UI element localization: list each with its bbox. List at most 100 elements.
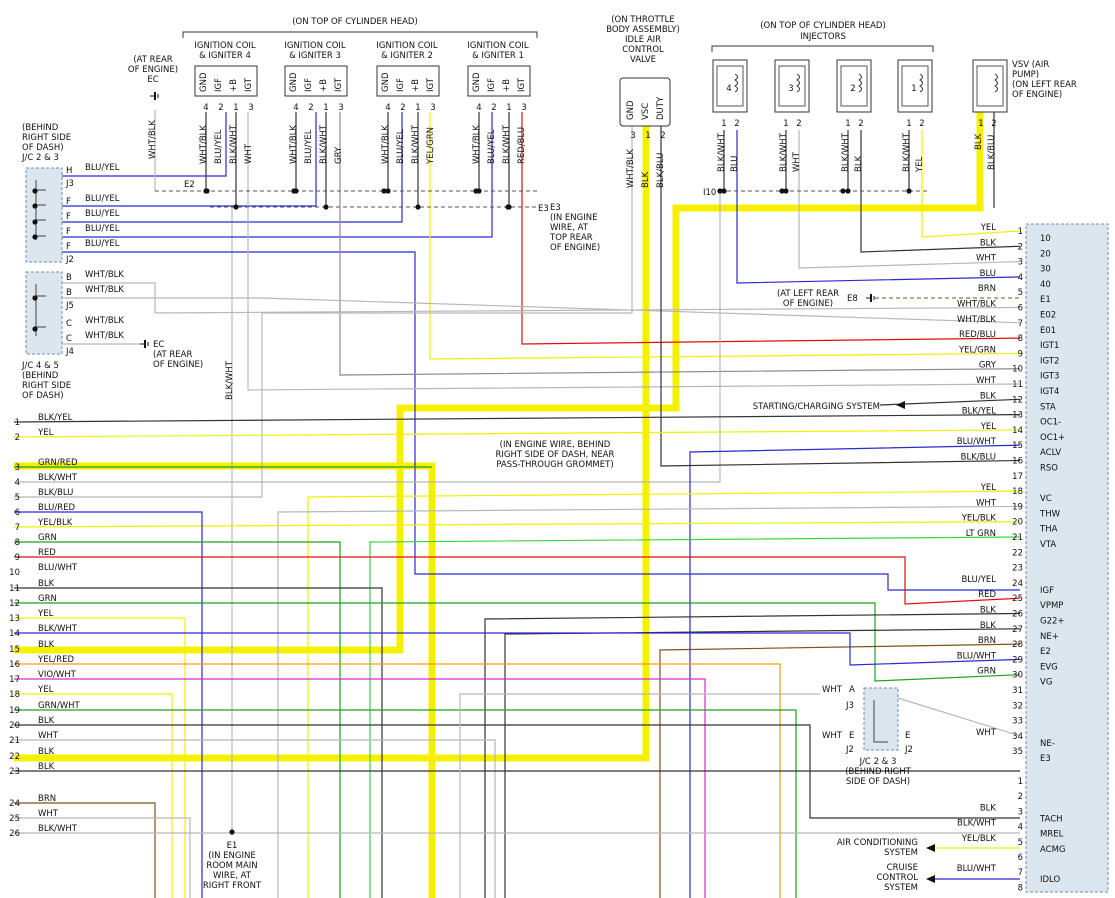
ecm-pin-name: ACLV	[1040, 448, 1061, 458]
ecm-pin-name: 40	[1040, 280, 1051, 290]
left-wire-label: GRN/RED	[38, 458, 78, 468]
jc-conn-label: J3	[65, 179, 74, 189]
left-row-number: 7	[15, 523, 20, 533]
jc-pin: B	[66, 273, 72, 283]
bracket	[711, 45, 934, 52]
iac-pin-name: DUTY	[656, 96, 666, 120]
left-row-number: 9	[15, 553, 20, 563]
injector-pin-number: 1	[783, 119, 788, 129]
bracket	[182, 31, 538, 38]
ecm-pin-number: 29	[1012, 655, 1023, 665]
grommet-note: PASS-THROUGH GROMMET)	[496, 460, 613, 470]
splice-dot	[840, 188, 846, 194]
ecm2-pin-number: 1	[1018, 777, 1023, 787]
coil-pin-number: 2	[491, 103, 496, 113]
inj1-wire	[921, 130, 1021, 238]
jc-pin: F	[66, 197, 71, 207]
left-wire-label: BLK	[38, 640, 55, 650]
wht-wire-21	[14, 739, 496, 898]
coil-wire-label: GRY	[334, 146, 344, 164]
coil-title: IGNITION COIL	[194, 41, 256, 51]
igt4-wire	[247, 112, 1021, 391]
ecm-pin-name: IGF	[1040, 586, 1054, 596]
ecm-pin-name: VTA	[1040, 540, 1056, 550]
injector-wire-label: BLK/WHT	[841, 132, 851, 172]
ecm-wire-label: BLK/BLU	[961, 453, 996, 463]
coil-pin-number: 1	[233, 103, 238, 113]
injector-wire-label: BLK/WHT	[717, 132, 727, 172]
jc-right-conn: J2	[845, 745, 854, 755]
aircon-label: AIR CONDITIONING	[837, 838, 918, 848]
coil-pin-name: IGT	[426, 77, 436, 92]
arrow-icon	[926, 844, 935, 852]
ecm2-pin-number: 4	[1018, 823, 1023, 833]
ecm-wire-label: WHT	[976, 376, 997, 386]
grn-wire	[14, 541, 341, 898]
igt3-wire	[339, 112, 1021, 376]
left-row-number: 1	[15, 418, 20, 428]
jc-wire-label: WHT/BLK	[85, 316, 124, 326]
left-row-number: 5	[15, 493, 20, 503]
injector-pin-number: 1	[721, 119, 726, 129]
left-row-number: 12	[9, 599, 20, 609]
coil-icon	[858, 73, 862, 93]
ecm-wire-label: RED	[978, 590, 996, 600]
jc-pin: B	[66, 288, 72, 298]
highlight-blk-vsv	[14, 112, 984, 654]
jc-right-pin: A	[849, 685, 855, 695]
coil-connector	[194, 65, 258, 97]
coil-wire-label: WHT/BLK	[472, 125, 482, 164]
ecm-pin-number: 25	[1012, 594, 1023, 604]
left-wire-label: BLK	[38, 747, 55, 757]
brn-wire	[14, 802, 156, 898]
e1-note: (IN ENGINE	[208, 851, 255, 861]
wht-to-jc	[459, 693, 820, 898]
ecm-wire-label: BLU/WHT	[957, 437, 997, 447]
jc-right-wire: WHT	[822, 685, 843, 695]
injector-number: 3	[788, 84, 793, 94]
injector-pin-number: 2	[734, 119, 739, 129]
splice-dot	[32, 295, 38, 301]
vpmp-wire	[14, 556, 1021, 605]
ecm-pin-name: IGT1	[1040, 341, 1059, 351]
ecm-wire-label: BLK	[980, 606, 997, 616]
injector-body	[840, 65, 868, 107]
ecm-pin-number: 32	[1012, 701, 1023, 711]
iac-wire-label: BLK	[641, 171, 651, 188]
coil-wire-label: WHT/BLK	[289, 125, 299, 164]
left-row-number: 15	[9, 645, 20, 655]
grommet-note: (IN ENGINE WIRE, BEHIND	[500, 440, 611, 450]
coil-wire-label: BLK/WHT	[411, 124, 421, 164]
left-row-number: 23	[9, 767, 20, 777]
blu-red-wire	[14, 511, 203, 898]
ecm-wire-label: BRN	[978, 636, 996, 646]
left-row-number: 26	[9, 829, 20, 839]
ecm-wire-label: BLK	[980, 391, 997, 401]
ecm-pin-name: VC	[1040, 494, 1052, 504]
left-row-number: 19	[9, 706, 20, 716]
e01-wire	[35, 297, 1021, 324]
jc-pin: F	[66, 212, 71, 222]
iac-wire-label: BLK/BLU	[656, 153, 666, 188]
ecm-wire-label: BLU/WHT	[957, 651, 997, 661]
grn-wht-wire	[14, 709, 797, 898]
splice-dot	[415, 204, 421, 210]
ecm-wire-label: WHT	[976, 728, 997, 738]
splice-dot	[32, 234, 38, 240]
injector-wire-label: BLK/WHT	[902, 132, 912, 172]
jc-wire-label: BLU/YEL	[85, 163, 120, 173]
jc45-label: J/C 4 & 5	[21, 361, 59, 371]
ecm-pin-name: THW	[1039, 509, 1061, 519]
evg-wire	[14, 632, 1021, 666]
jc-wire-label: BLU/YEL	[85, 239, 120, 249]
ecm-pin-number: 2	[1018, 242, 1023, 252]
coil-pin-number: 3	[521, 103, 526, 113]
inj3-wire	[798, 130, 1021, 269]
ecm-wire-label: BLU	[980, 269, 996, 279]
coil-pin-number: 3	[338, 103, 343, 113]
left-row-number: 2	[15, 433, 20, 443]
left-wire-label: GRN/WHT	[38, 701, 81, 711]
ecm-pin-name: VG	[1040, 678, 1052, 688]
ecm-pin-name: VPMP	[1040, 601, 1063, 611]
coil-pin-name: IGF	[396, 78, 406, 92]
